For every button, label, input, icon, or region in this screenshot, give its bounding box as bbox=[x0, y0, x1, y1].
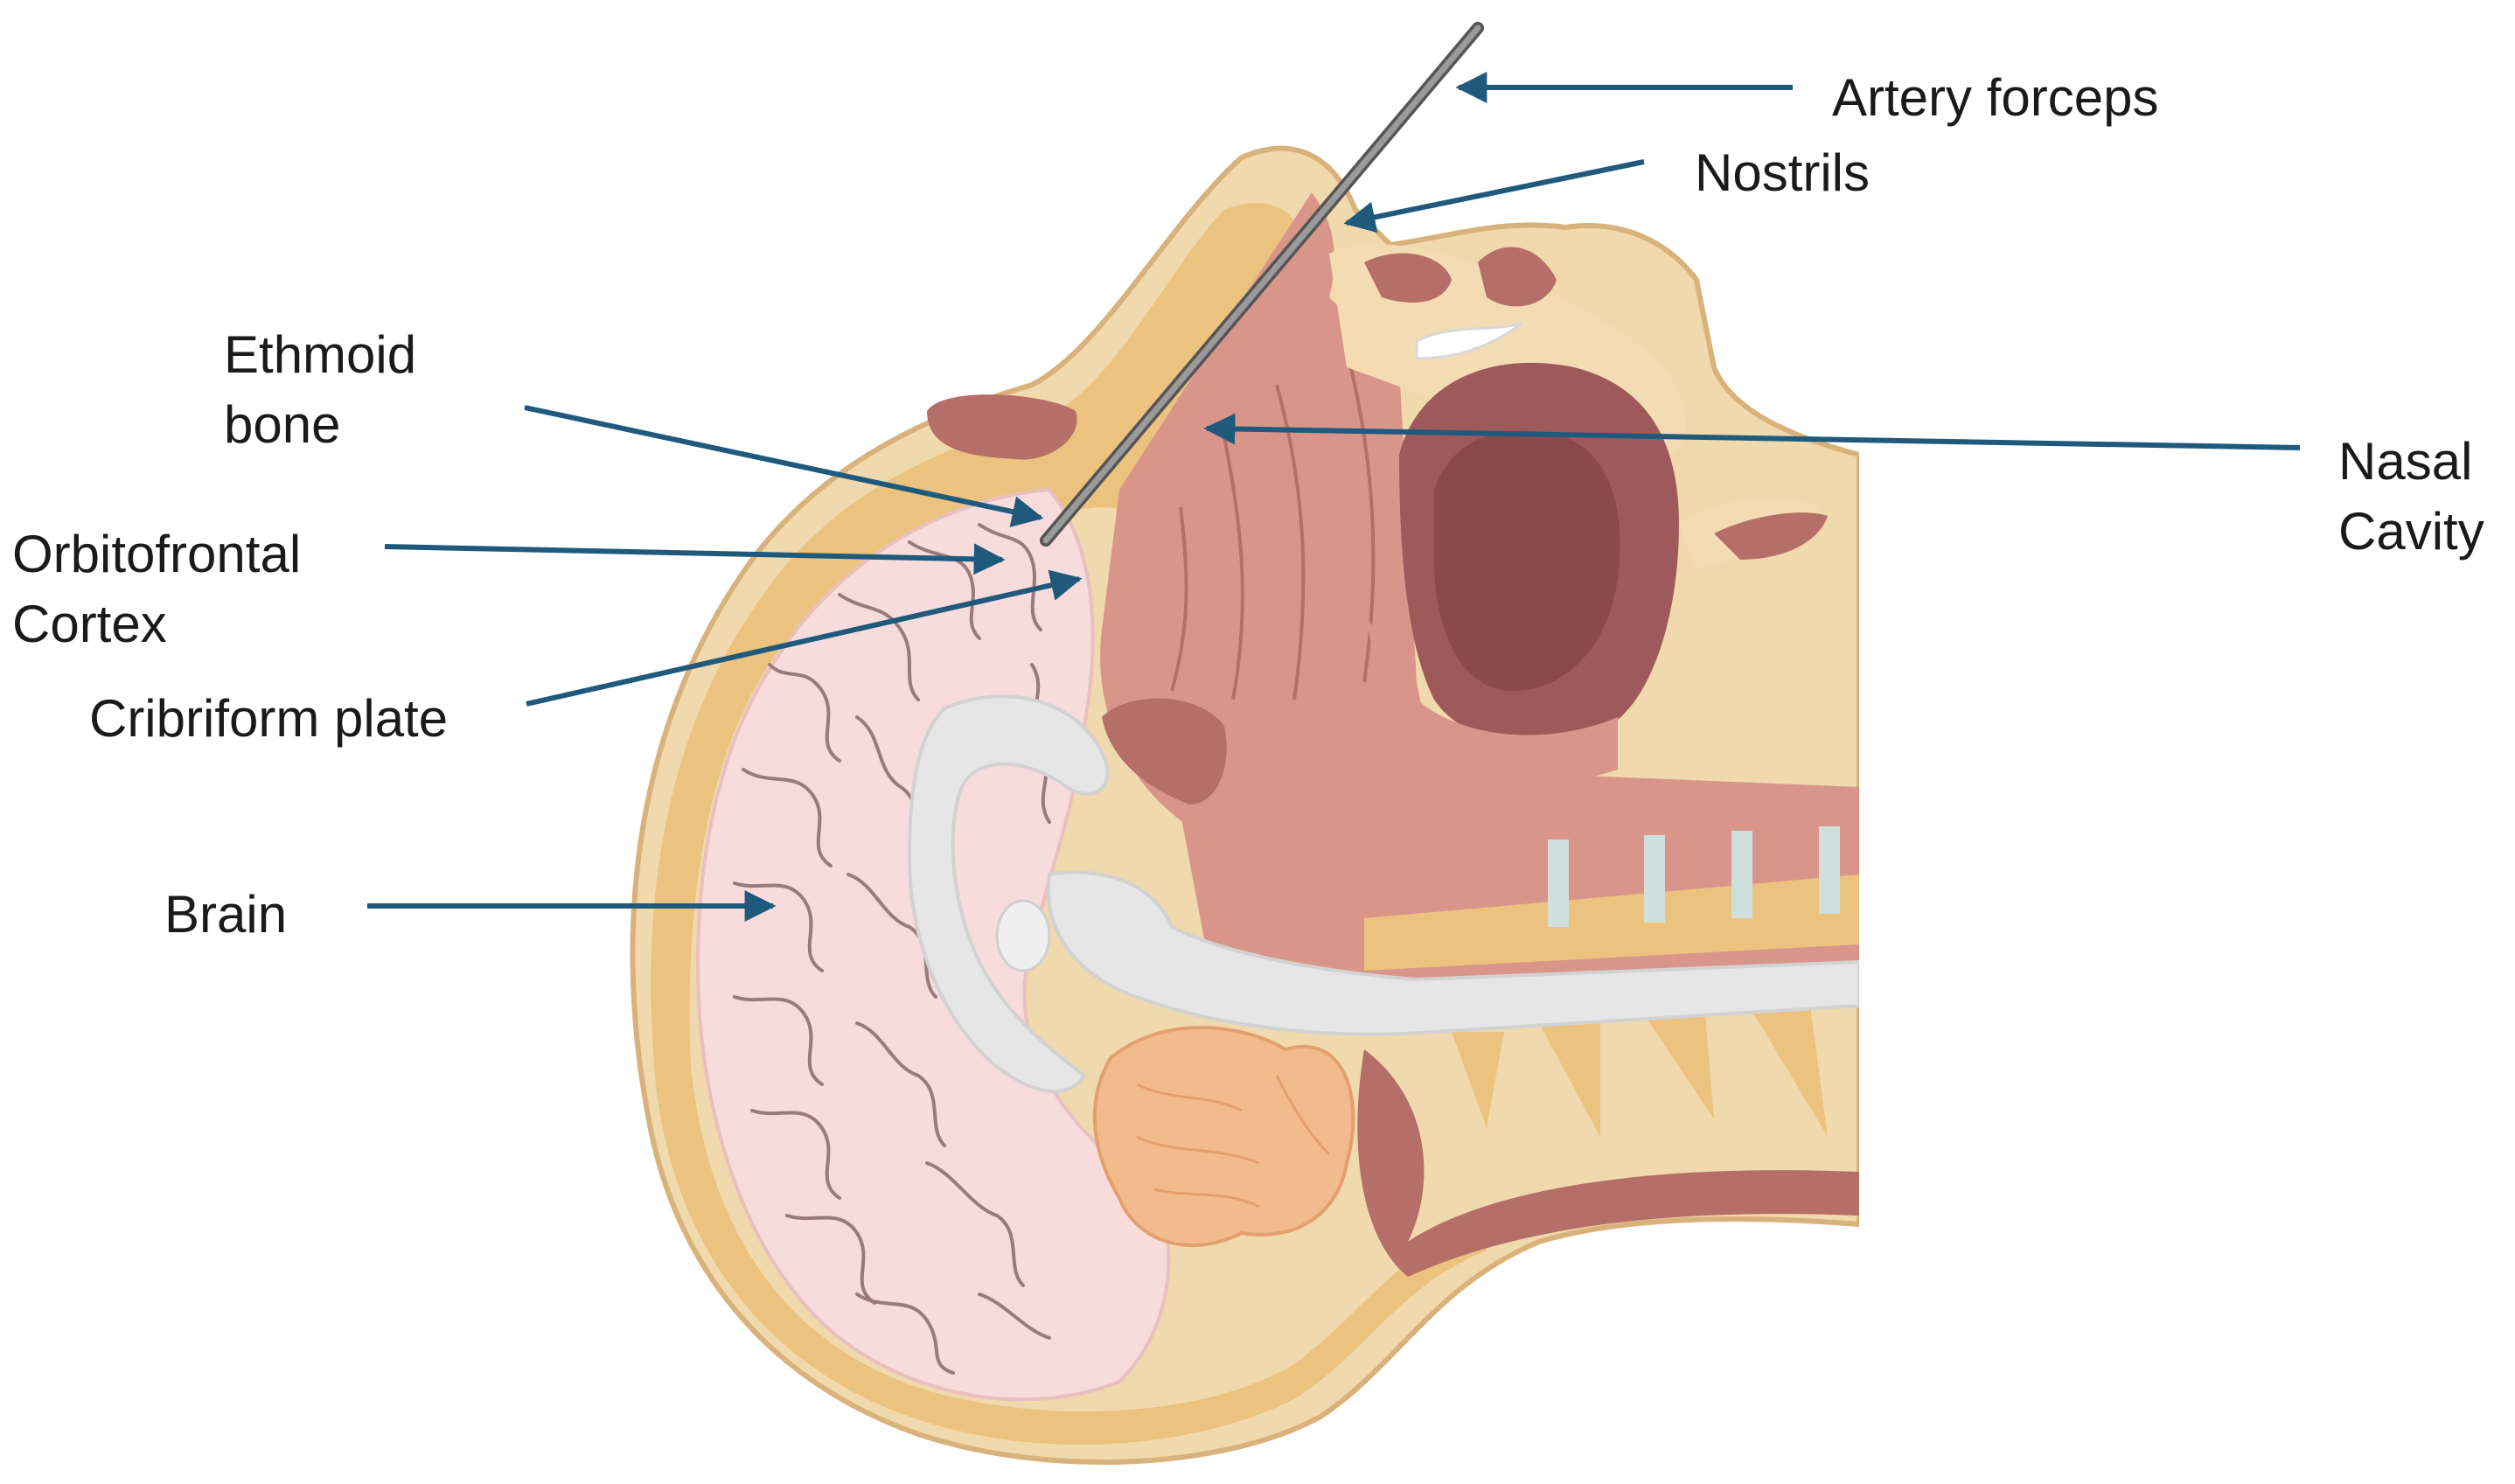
brainstem bbox=[1046, 870, 1859, 1036]
frontal-sinus bbox=[927, 394, 1077, 460]
label-ethmoid-line2: bone bbox=[224, 395, 341, 454]
nostril-tissue bbox=[1364, 253, 1452, 303]
arrow-cribriform-plate bbox=[526, 569, 1083, 707]
vertebral-discs bbox=[1548, 826, 1840, 927]
label-cribriform-plate: Cribriform plate bbox=[89, 689, 449, 748]
cerebellum-folia bbox=[1136, 1075, 1331, 1209]
arrow-nasal-cavity bbox=[1203, 413, 2301, 450]
label-nasal-line1: Nasal bbox=[2338, 432, 2473, 491]
teeth-white bbox=[1415, 322, 1522, 360]
label-orbitofrontal-line1: Orbitofrontal bbox=[12, 525, 302, 583]
label-arrows bbox=[367, 72, 2301, 922]
facial-tissue bbox=[1100, 192, 1859, 918]
tongue bbox=[1364, 612, 1618, 786]
label-nasal-line2: Cavity bbox=[2338, 502, 2484, 561]
jaw-muscle bbox=[1714, 512, 1828, 560]
arrow-nostrils bbox=[1343, 159, 1645, 233]
arrow-orbitofrontal bbox=[384, 543, 1006, 575]
label-nostrils: Nostrils bbox=[1695, 143, 1871, 202]
label-artery-forceps: Artery forceps bbox=[1832, 68, 2159, 127]
artery-forceps-instrument bbox=[1040, 22, 1484, 547]
label-brain: Brain bbox=[164, 885, 288, 944]
label-orbitofrontal-line2: Cortex bbox=[12, 595, 167, 653]
arrow-ethmoid-bone bbox=[524, 405, 1044, 527]
white-matter bbox=[907, 694, 1110, 1094]
lip-tissue bbox=[1478, 247, 1557, 307]
thalamus bbox=[995, 899, 1051, 972]
label-ethmoid-line1: Ethmoid bbox=[224, 325, 417, 384]
oral-cavity-inner bbox=[1434, 430, 1620, 691]
spinous-processes bbox=[1452, 1006, 1828, 1137]
brain-gyri bbox=[733, 523, 1051, 1375]
sphenoid-sinus bbox=[1102, 698, 1227, 805]
neck-tissue bbox=[1357, 1049, 1859, 1277]
